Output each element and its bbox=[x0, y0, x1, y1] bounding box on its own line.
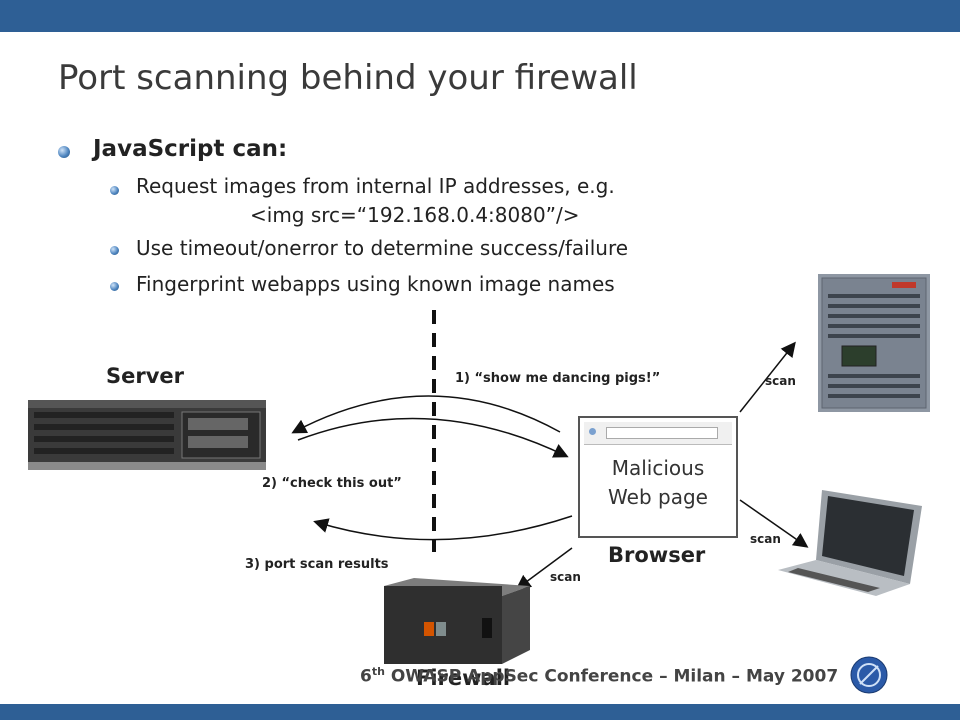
footer-sup: th bbox=[371, 665, 385, 678]
arrow-scan-results bbox=[313, 515, 573, 541]
footer-conference: OWASP AppSec Conference – Milan – May 20… bbox=[384, 666, 839, 687]
scan-label-laptop: scan bbox=[750, 532, 781, 546]
malicious-line-1: Malicious bbox=[611, 456, 705, 480]
laptop-image bbox=[778, 490, 922, 596]
slide-title: Port scanning behind your firewall bbox=[58, 58, 638, 98]
back-icon bbox=[589, 428, 596, 435]
owasp-logo-icon bbox=[850, 656, 888, 694]
arrow-scan-tower bbox=[739, 341, 796, 413]
server-label: Server bbox=[106, 364, 185, 388]
arrow-scan-firewall bbox=[515, 547, 573, 590]
firewall-image bbox=[384, 578, 530, 664]
browser-label: Browser bbox=[608, 543, 706, 567]
sub-bullet-2: Use timeout/onerror to determine success… bbox=[136, 236, 629, 260]
sub-bullet-1: Request images from internal IP addresse… bbox=[136, 174, 615, 198]
firewall-label: Firewall bbox=[416, 666, 511, 690]
footer-number: 6 bbox=[360, 666, 372, 687]
malicious-line-2: Web page bbox=[608, 485, 708, 509]
sub-bullet-icon bbox=[110, 186, 119, 195]
address-bar bbox=[606, 427, 718, 439]
server-image bbox=[28, 400, 266, 470]
browser-window: Malicious Web page bbox=[578, 416, 738, 538]
tower-server-image bbox=[818, 274, 930, 412]
message-2: 2) “check this out” bbox=[262, 476, 402, 491]
sub-bullet-3: Fingerprint webapps using known image na… bbox=[136, 272, 615, 296]
top-bar bbox=[0, 0, 960, 32]
arrow-response-to-browser bbox=[297, 417, 569, 458]
arrow-request-to-server bbox=[291, 395, 561, 434]
browser-toolbar bbox=[584, 422, 732, 445]
code-example: <img src=“192.168.0.4:8080”/> bbox=[250, 203, 580, 227]
message-3: 3) port scan results bbox=[245, 557, 389, 572]
scan-label-tower: scan bbox=[765, 374, 796, 388]
bottom-bar bbox=[0, 704, 960, 720]
bullet-main: JavaScript can: bbox=[93, 136, 288, 162]
message-1: 1) “show me dancing pigs!” bbox=[455, 371, 661, 386]
bullet-icon bbox=[58, 146, 70, 158]
sub-bullet-icon bbox=[110, 246, 119, 255]
scan-label-firewall: scan bbox=[550, 570, 581, 584]
footer-text: 6th OWASP AppSec Conference – Milan – Ma… bbox=[360, 665, 838, 687]
sub-bullet-icon bbox=[110, 282, 119, 291]
arrow-scan-laptop bbox=[739, 499, 809, 548]
